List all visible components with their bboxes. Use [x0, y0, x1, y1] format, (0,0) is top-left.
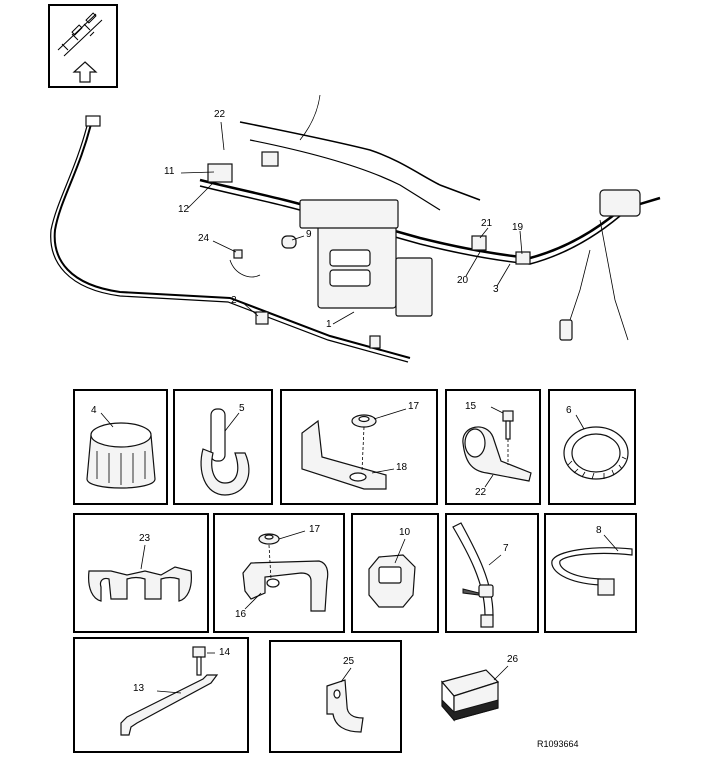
- panel-part-4: 4: [73, 389, 168, 505]
- callout-5: 5: [239, 403, 245, 414]
- callout-21-main: 21: [481, 218, 493, 229]
- callout-13: 13: [133, 683, 145, 694]
- panel-parts-16-17: 17 16: [213, 513, 345, 633]
- callout-15: 15: [465, 401, 477, 412]
- panel-parts-13-14: 14 13: [73, 637, 249, 753]
- main-harness-illustration: [50, 94, 661, 363]
- panel-part-5: 5: [173, 389, 273, 505]
- orientation-inset: [48, 4, 118, 88]
- callout-3-main: 3: [493, 284, 499, 295]
- callout-17-b: 17: [309, 524, 321, 535]
- panel-parts-15-22: 15 22: [445, 389, 541, 505]
- callout-20-main: 20: [457, 275, 469, 286]
- callout-11-main: 11: [164, 166, 175, 177]
- reference-code: R1093664: [537, 739, 579, 749]
- vehicle-orientation-icon: [57, 12, 103, 83]
- callout-26: 26: [507, 654, 519, 665]
- callout-10: 10: [399, 527, 411, 538]
- callout-7: 7: [503, 543, 509, 554]
- callout-18: 18: [396, 462, 408, 473]
- callout-16: 16: [235, 609, 247, 620]
- callout-25: 25: [343, 656, 355, 667]
- callout-22-panel: 22: [475, 487, 487, 498]
- callout-23: 23: [139, 533, 151, 544]
- callout-12-main: 12: [178, 204, 190, 215]
- forward-arrow-icon: [72, 61, 98, 83]
- callout-17-a: 17: [408, 401, 420, 412]
- callout-1-main: 1: [326, 319, 332, 330]
- callout-9-main: 9: [306, 229, 312, 240]
- panel-parts-17-18: 17 18: [280, 389, 438, 505]
- panel-part-7: 7: [445, 513, 539, 633]
- panel-part-6: 6: [548, 389, 636, 505]
- panel-part-25: 25: [269, 640, 402, 753]
- panel-part-8: 8: [544, 513, 637, 633]
- callout-4: 4: [91, 405, 97, 416]
- callout-8: 8: [596, 525, 602, 536]
- panel-part-10: 10: [351, 513, 439, 633]
- callout-19-main: 19: [512, 222, 524, 233]
- callout-2-main: 2: [231, 295, 237, 306]
- callout-22-main: 22: [214, 109, 226, 120]
- panel-part-23: 23: [73, 513, 209, 633]
- callout-14: 14: [219, 647, 231, 658]
- callout-24-main: 24: [198, 233, 210, 244]
- callout-6: 6: [566, 405, 572, 416]
